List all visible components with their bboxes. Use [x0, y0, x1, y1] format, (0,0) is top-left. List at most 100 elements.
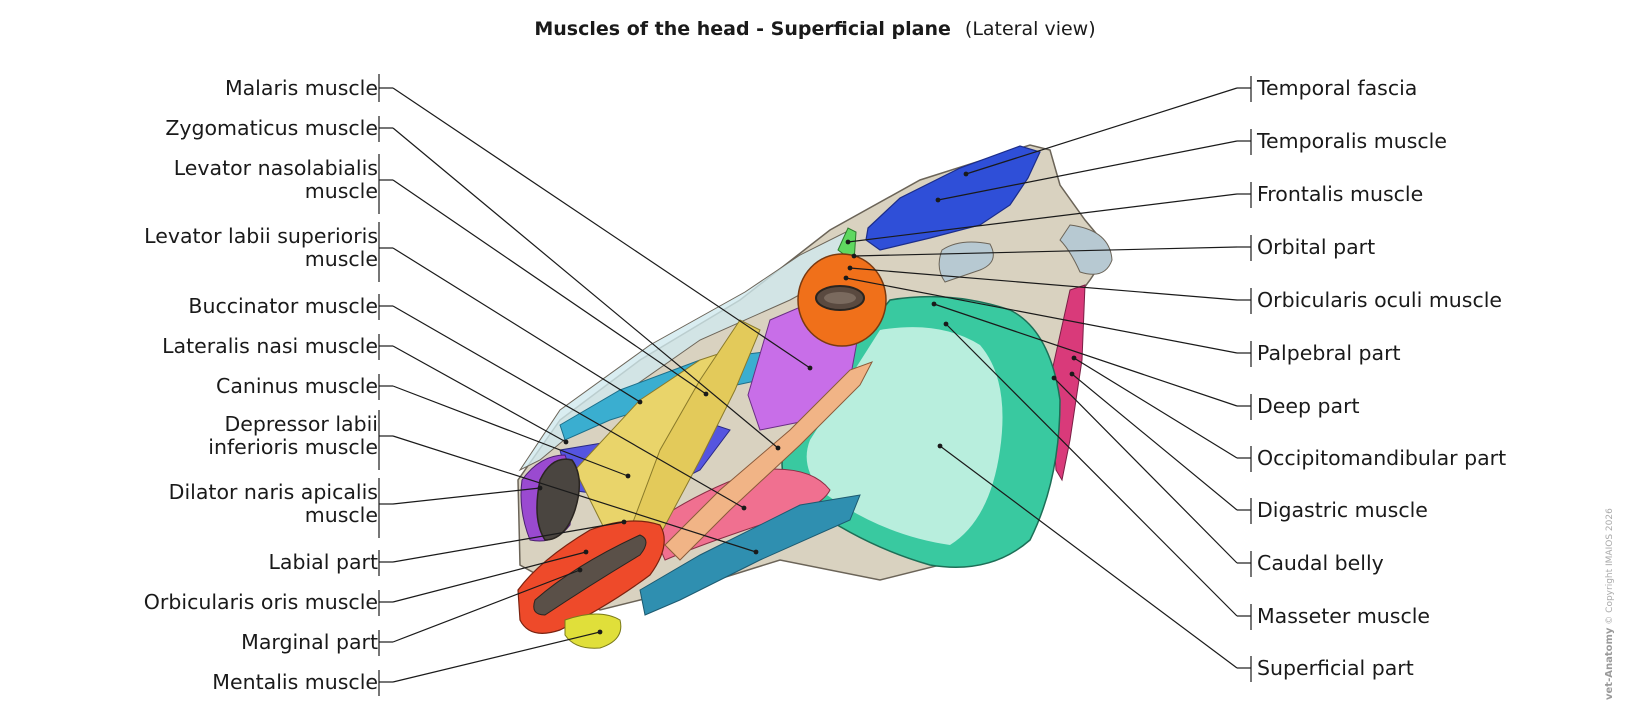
leader-line-temporal-fascia [965, 87, 1238, 175]
label-depressor-labii-inferioris-line: Depressor labii [224, 412, 378, 436]
label-masseter-line: Masseter muscle [1257, 603, 1431, 628]
orbit-bone [938, 241, 994, 283]
label-temporalis: Temporalis muscle [1257, 128, 1447, 153]
leader-dot-occipitomandibular-part [1071, 355, 1077, 361]
leader-line-digastric [1071, 373, 1238, 511]
leader-line-orbicularis-oris [392, 551, 587, 603]
label-levator-labii-superioris-line: muscle [304, 247, 378, 271]
leader-line-temporalis [937, 140, 1238, 201]
label-buccinator: Buccinator muscle [188, 293, 378, 318]
label-orbicularis-oculi: Orbicularis oculi muscle [1257, 287, 1503, 312]
label-digastric: Digastric muscle [1257, 497, 1428, 522]
label-digastric-line: Digastric muscle [1257, 497, 1428, 522]
label-lateralis-nasi-line: Lateralis nasi muscle [162, 333, 378, 358]
label-buccinator-line: Buccinator muscle [188, 293, 378, 318]
label-levator-nasolabialis-line: muscle [304, 179, 378, 203]
leader-line-occipitomandibular-part [1073, 357, 1238, 459]
title-main: Muscles of the head - Superficial plane [534, 18, 951, 40]
leader-dot-depressor-labii-inferioris [753, 549, 759, 555]
leader-lines [378, 74, 1252, 696]
label-labial-part: Labial part [268, 549, 378, 574]
leader-line-mentalis [392, 631, 601, 683]
leader-dot-orbital-part [851, 253, 857, 259]
label-deep-part-line: Deep part [1257, 393, 1360, 418]
label-frontalis: Frontalis muscle [1257, 181, 1424, 206]
leader-dot-levator-nasolabialis [703, 391, 709, 397]
mentalis-muscle-shape [564, 613, 622, 649]
leader-dot-malaris [807, 365, 813, 371]
label-levator-nasolabialis-line: Levator nasolabialis [173, 156, 378, 180]
leader-dot-marginal-part [577, 567, 583, 573]
label-labial-part-line: Labial part [268, 549, 378, 574]
leader-dot-temporal-fascia [963, 171, 969, 177]
label-marginal-part-line: Marginal part [241, 629, 378, 654]
leader-dot-dilator-naris-apicalis [537, 485, 543, 491]
label-deep-part: Deep part [1257, 393, 1360, 418]
leader-line-labial-part [392, 521, 625, 563]
label-mentalis-line: Mentalis muscle [212, 669, 378, 694]
leader-line-lateralis-nasi [392, 345, 567, 443]
label-orbital-part-line: Orbital part [1257, 234, 1376, 259]
copyright-text: © Copyright IMAIOS 2026 [1605, 508, 1615, 625]
mouth-slit [533, 534, 647, 616]
label-marginal-part: Marginal part [241, 629, 378, 654]
diagram-title: Muscles of the head - Superficial plane (… [0, 18, 1630, 40]
leader-line-masseter [945, 323, 1238, 617]
leader-line-deep-part [933, 303, 1238, 407]
leader-dot-labial-part [621, 519, 627, 525]
leader-dot-temporalis [935, 197, 941, 203]
label-caninus: Caninus muscle [216, 373, 378, 398]
leader-line-dilator-naris-apicalis [392, 487, 541, 505]
leader-line-levator-labii-superioris [392, 247, 641, 403]
label-palpebral-part: Palpebral part [1257, 340, 1401, 365]
title-view: (Lateral view) [964, 18, 1096, 40]
leader-line-superficial-part [939, 445, 1238, 669]
label-masseter: Masseter muscle [1257, 603, 1431, 628]
label-caninus-line: Caninus muscle [216, 373, 378, 398]
leader-line-marginal-part [392, 569, 581, 643]
label-caudal-belly: Caudal belly [1257, 550, 1384, 575]
label-zygomaticus-line: Zygomaticus muscle [165, 115, 378, 140]
leader-line-caninus [392, 385, 629, 477]
leader-dot-lateralis-nasi [563, 439, 569, 445]
leader-dot-levator-labii-superioris [637, 399, 643, 405]
leader-line-caudal-belly [1053, 377, 1238, 564]
label-malaris-line: Malaris muscle [224, 75, 378, 100]
leader-line-frontalis [847, 193, 1238, 243]
label-dilator-naris-apicalis-line: muscle [304, 503, 378, 527]
label-orbicularis-oculi-line: Orbicularis oculi muscle [1257, 287, 1503, 312]
leader-line-zygomaticus [392, 127, 779, 449]
label-caudal-belly-line: Caudal belly [1257, 550, 1384, 575]
leader-dot-caninus [625, 473, 631, 479]
leader-dot-caudal-belly [1051, 375, 1057, 381]
label-temporalis-line: Temporalis muscle [1257, 128, 1447, 153]
label-frontalis-line: Frontalis muscle [1257, 181, 1424, 206]
label-malaris: Malaris muscle [224, 75, 378, 100]
label-palpebral-part-line: Palpebral part [1257, 340, 1401, 365]
leader-line-levator-nasolabialis [392, 179, 707, 395]
leader-dot-zygomaticus [775, 445, 781, 451]
label-occipitomandibular-part-line: Occipitomandibular part [1257, 445, 1507, 470]
zygomaticus-muscle-shape [664, 361, 874, 561]
leader-line-orbital-part [853, 246, 1238, 257]
label-superficial-part: Superficial part [1257, 655, 1414, 680]
label-dilator-naris-apicalis-line: Dilator naris apicalis [168, 480, 378, 504]
label-orbital-part: Orbital part [1257, 234, 1376, 259]
label-temporal-fascia: Temporal fascia [1257, 76, 1417, 100]
leader-dot-mentalis [597, 629, 603, 635]
leader-line-buccinator [392, 305, 745, 509]
label-orbicularis-oris-line: Orbicularis oris muscle [143, 589, 378, 614]
label-depressor-labii-inferioris-line: inferioris muscle [208, 435, 378, 459]
copyright-notice: vet-Anatomy © Copyright IMAIOS 2026 [1604, 508, 1615, 700]
label-superficial-part-line: Superficial part [1257, 655, 1414, 680]
leader-line-malaris [392, 87, 811, 369]
leader-dot-deep-part [931, 301, 937, 307]
label-occipitomandibular-part: Occipitomandibular part [1257, 445, 1507, 470]
label-zygomaticus: Zygomaticus muscle [165, 115, 378, 140]
leader-line-orbicularis-oculi [849, 267, 1238, 301]
